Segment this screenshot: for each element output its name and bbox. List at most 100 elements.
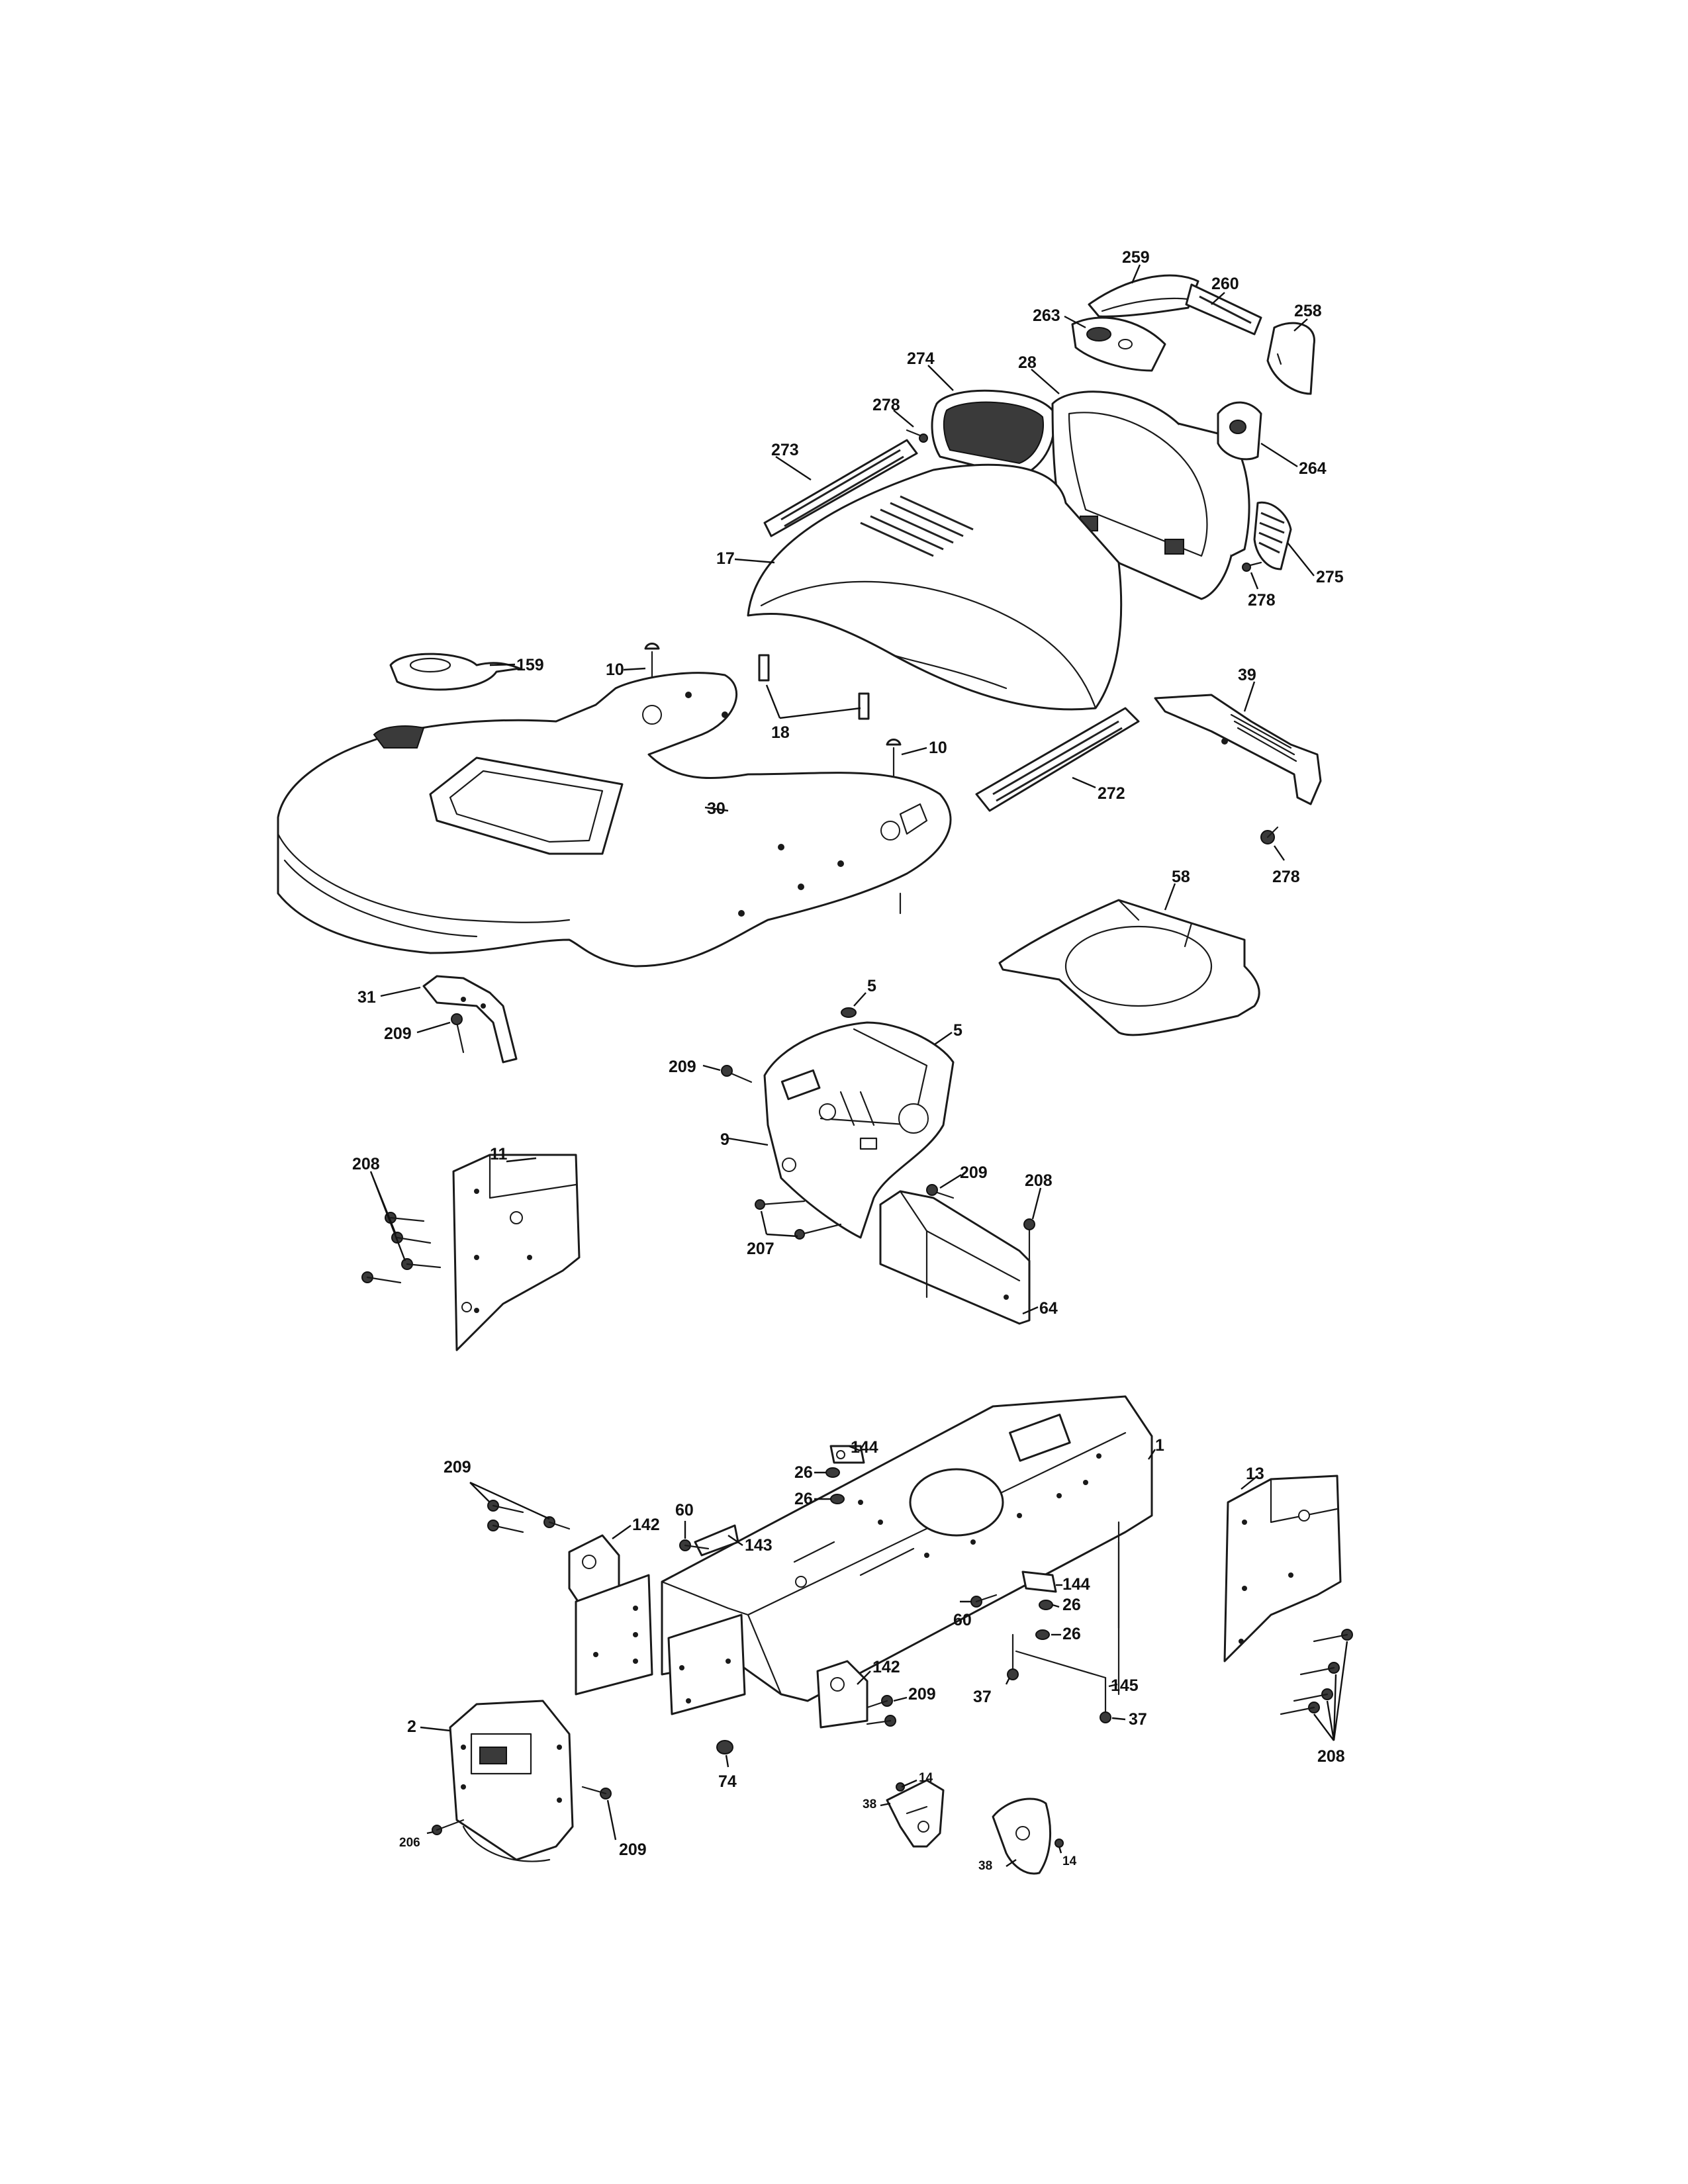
- nut-5-a: [841, 1007, 857, 1018]
- label-37-a: 37: [973, 1688, 992, 1706]
- label-58: 58: [1172, 868, 1190, 886]
- label-13: 13: [1246, 1465, 1264, 1483]
- label-278-a: 278: [872, 396, 900, 414]
- label-274: 274: [907, 349, 935, 368]
- support-64: [879, 1190, 1031, 1325]
- label-38-b: 38: [978, 1859, 992, 1873]
- label-209-f: 209: [619, 1841, 647, 1859]
- label-37-b: 37: [1129, 1710, 1147, 1729]
- fender-30: [277, 672, 952, 968]
- label-278-c: 278: [1272, 868, 1300, 886]
- panel-58: [998, 899, 1260, 1036]
- headlight-housing-263: [1071, 316, 1166, 372]
- label-209-d: 209: [444, 1458, 471, 1477]
- label-159: 159: [516, 656, 544, 674]
- label-273: 273: [771, 441, 799, 459]
- label-26-d: 26: [1062, 1625, 1081, 1643]
- label-142-b: 142: [872, 1658, 900, 1676]
- bracket-142-b: [667, 1614, 868, 1729]
- label-206: 206: [399, 1836, 420, 1850]
- label-263: 263: [1033, 306, 1060, 325]
- screw-209-b: [721, 1065, 753, 1083]
- bolts-208-a: [361, 1212, 442, 1284]
- spacer-144-b: [1021, 1570, 1057, 1593]
- label-10-b: 10: [929, 739, 947, 757]
- part-number-labels: 259 260 258 263 274 28 278 264 273 17 27…: [352, 248, 1345, 1873]
- label-39: 39: [1238, 666, 1256, 684]
- label-60-a: 60: [675, 1501, 694, 1520]
- label-64: 64: [1039, 1299, 1058, 1318]
- pedal-bracket-38-b: [992, 1797, 1051, 1875]
- label-264: 264: [1299, 459, 1327, 478]
- label-10-a: 10: [606, 660, 624, 679]
- label-209-c: 209: [960, 1163, 988, 1182]
- label-26-a: 26: [794, 1463, 813, 1482]
- label-11: 11: [490, 1145, 508, 1163]
- label-258: 258: [1294, 302, 1322, 320]
- label-209-b: 209: [669, 1058, 696, 1076]
- screw-206: [432, 1819, 465, 1835]
- label-272: 272: [1098, 784, 1125, 803]
- screw-209-a: [451, 1013, 465, 1054]
- label-31: 31: [357, 988, 376, 1007]
- bolts-209-d: [487, 1500, 571, 1533]
- label-1: 1: [1155, 1436, 1164, 1455]
- label-2: 2: [407, 1717, 416, 1736]
- screw-209-f: [581, 1786, 612, 1799]
- label-208-a: 208: [352, 1155, 380, 1173]
- label-60-b: 60: [953, 1611, 972, 1629]
- label-209-e: 209: [908, 1685, 936, 1704]
- nut-74: [716, 1740, 733, 1754]
- label-14-a: 14: [919, 1771, 933, 1785]
- label-142-a: 142: [632, 1516, 660, 1534]
- bolts-60: [679, 1539, 998, 1608]
- label-259: 259: [1122, 248, 1150, 267]
- bolts-208-c: [1280, 1629, 1353, 1715]
- label-145: 145: [1111, 1676, 1139, 1695]
- label-260: 260: [1211, 275, 1239, 293]
- label-9: 9: [720, 1130, 729, 1149]
- hood-top-piece-259: [1088, 274, 1199, 318]
- side-panel-11: [452, 1154, 581, 1351]
- headlight-lens-258: [1266, 322, 1315, 395]
- label-17: 17: [716, 549, 735, 568]
- nuts-26: [825, 1467, 1053, 1640]
- pedal-bracket-38-a: [886, 1779, 945, 1848]
- bolts-209-e: [866, 1695, 896, 1727]
- bolt-208-b: [1023, 1218, 1035, 1262]
- label-208-c: 208: [1317, 1747, 1345, 1766]
- frame-1: [661, 1395, 1153, 1702]
- label-278-b: 278: [1248, 591, 1276, 610]
- screw-278: [906, 429, 928, 443]
- label-207: 207: [747, 1240, 774, 1258]
- label-5-a: 5: [867, 977, 876, 995]
- light-bezel-264: [1217, 401, 1262, 461]
- screw-278-b: [1242, 561, 1262, 572]
- side-panel-13: [1223, 1475, 1342, 1662]
- label-209-a: 209: [384, 1024, 412, 1043]
- hood-pads-18: [758, 654, 870, 720]
- label-74: 74: [718, 1772, 737, 1791]
- label-26-c: 26: [1062, 1596, 1081, 1614]
- fuel-cap-159: [389, 653, 521, 691]
- screws-14: [896, 1782, 1064, 1848]
- screw-278-c: [1260, 826, 1279, 844]
- bracket-31: [422, 975, 518, 1064]
- hood-17: [747, 463, 1123, 711]
- bracket-39: [1154, 694, 1322, 805]
- bolts-207: [755, 1199, 842, 1240]
- hood-side-trim-273: [763, 439, 918, 537]
- label-5-b: 5: [953, 1021, 962, 1040]
- dash-panel-9: [763, 1021, 955, 1239]
- hood-trim-272: [975, 707, 1140, 812]
- rod-145: [1015, 1541, 1120, 1696]
- label-143: 143: [745, 1536, 773, 1555]
- front-grille-275: [1253, 501, 1292, 570]
- label-275: 275: [1316, 568, 1344, 586]
- bolts-37: [1007, 1633, 1111, 1723]
- label-30: 30: [707, 799, 726, 818]
- label-28: 28: [1018, 353, 1037, 372]
- label-26-b: 26: [794, 1490, 813, 1508]
- label-208-b: 208: [1025, 1171, 1053, 1190]
